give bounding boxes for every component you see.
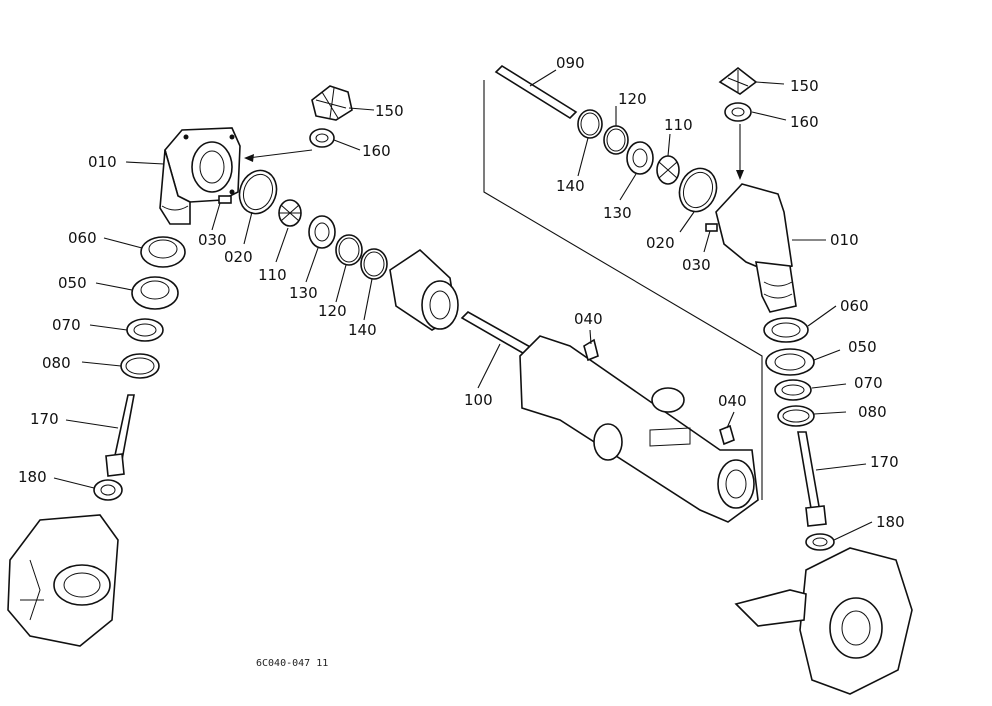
label-050-left: 050: [58, 274, 87, 292]
axle-case-left: [7, 514, 119, 647]
label-160-left: 160: [362, 142, 391, 160]
label-060-right: 060: [840, 297, 869, 315]
label-080-right: 080: [858, 403, 887, 421]
label-140-left: 140: [348, 321, 377, 339]
label-140-right: 140: [556, 177, 585, 195]
bevel-gear-150-right: [718, 66, 758, 95]
label-110-right: 110: [664, 116, 693, 134]
shaft-170-right: [797, 431, 827, 527]
label-060-left: 060: [68, 229, 97, 247]
circlip-140-right: [577, 109, 603, 139]
bearing-180-right: [805, 533, 835, 551]
bearing-050-right: [765, 348, 815, 376]
label-070-left: 070: [52, 316, 81, 334]
pinion-110-right: [656, 155, 680, 185]
shaft-170-left: [105, 394, 135, 477]
label-020-right: 020: [646, 234, 675, 252]
seal-060-left: [140, 236, 186, 268]
circlip-120-left: [335, 234, 363, 266]
label-100: 100: [464, 391, 493, 409]
label-180-right: 180: [876, 513, 905, 531]
bearing-050-left: [131, 276, 179, 310]
label-040-b: 040: [718, 392, 747, 410]
label-110-left: 110: [258, 266, 287, 284]
label-130-left: 130: [289, 284, 318, 302]
leader-lines: [53, 69, 873, 541]
bearing-180-left: [93, 479, 123, 501]
callout-labels: 010 030 020 110 130 120 140 150 160 060 …: [18, 54, 905, 531]
bearing-160-right: [724, 102, 752, 180]
figure-code: 6C040-047 11: [256, 658, 328, 669]
label-070-right: 070: [854, 374, 883, 392]
circlip-080-left: [120, 353, 160, 379]
label-020-left: 020: [224, 248, 253, 266]
label-010-right: 010: [830, 231, 859, 249]
o-ring-020-right: [678, 167, 718, 213]
label-150-right: 150: [790, 77, 819, 95]
label-030-right: 030: [682, 256, 711, 274]
circlip-120-right: [603, 125, 629, 155]
bolt-040-b: [719, 424, 735, 446]
pinion-110-left: [278, 199, 302, 227]
gear-case-010-right: [715, 183, 797, 313]
pin-030-right: [705, 223, 718, 232]
label-180-left: 180: [18, 468, 47, 486]
collar-070-right: [774, 379, 812, 401]
shaft-090: [494, 64, 578, 120]
label-120-left: 120: [318, 302, 347, 320]
label-080-left: 080: [42, 354, 71, 372]
assembly-frame-lines: [483, 80, 763, 500]
label-050-right: 050: [848, 338, 877, 356]
label-160-right: 160: [790, 113, 819, 131]
label-010-left: 010: [88, 153, 117, 171]
label-170-left: 170: [30, 410, 59, 428]
bearing-130-left: [308, 215, 336, 249]
differential-unit: [389, 248, 459, 331]
label-120-right: 120: [618, 90, 647, 108]
label-030-left: 030: [198, 231, 227, 249]
gear-case-010-left: [159, 127, 313, 225]
o-ring-020-left: [238, 169, 278, 215]
label-150-left: 150: [375, 102, 404, 120]
label-090: 090: [556, 54, 585, 72]
axle-housing-center: [519, 335, 759, 523]
bearing-130-right: [626, 141, 654, 175]
label-130-right: 130: [603, 204, 632, 222]
collar-070-left: [126, 318, 164, 342]
label-040-a: 040: [574, 310, 603, 328]
seal-060-right: [763, 317, 809, 343]
bevel-gear-150-left: [311, 85, 353, 121]
final-case-right: [734, 547, 913, 695]
pin-030-left: [218, 195, 232, 204]
circlip-140-left: [360, 248, 388, 280]
bearing-160-left: [309, 128, 335, 148]
label-170-right: 170: [870, 453, 899, 471]
circlip-080-right: [777, 405, 815, 427]
